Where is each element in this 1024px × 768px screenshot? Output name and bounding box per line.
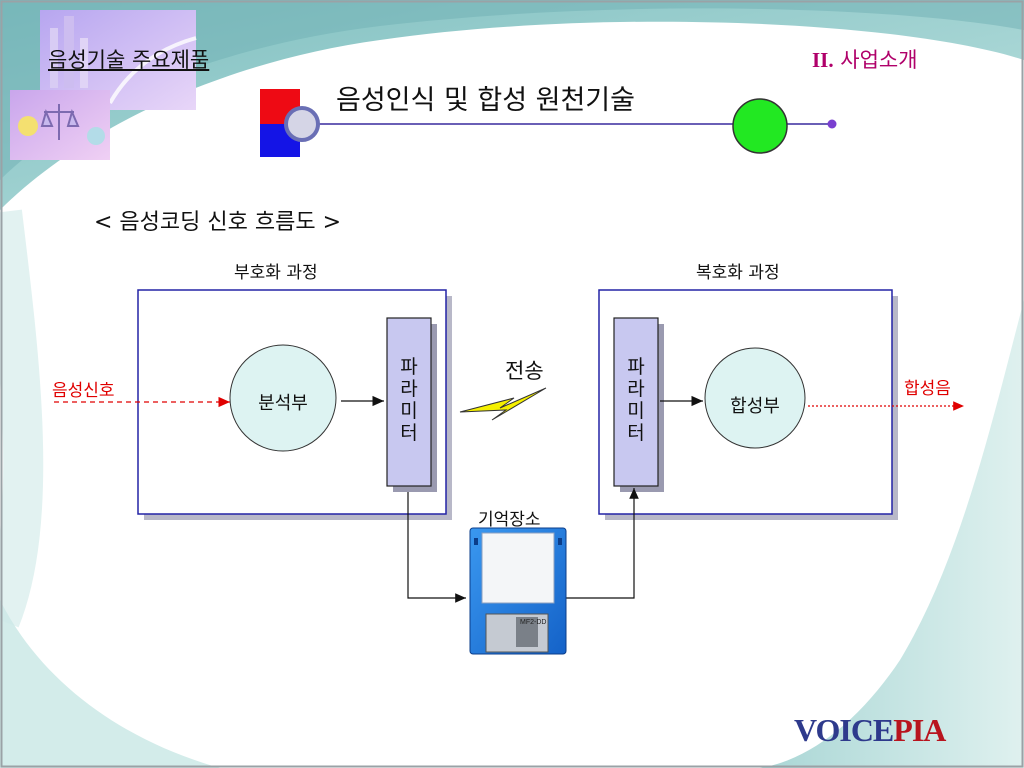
output-signal-label: 합성음 (904, 379, 951, 399)
to-storage-arrow (407, 492, 466, 603)
floppy-disk-icon: MF2-DD (469, 527, 567, 655)
decode-title: 복호화 과정 (696, 263, 780, 283)
title-decoration (260, 89, 837, 157)
top-swoosh-dark (0, 0, 1024, 180)
voicepia-logo: VOICEPIA (794, 712, 946, 748)
param-enc-text: 파 라 미 터 (400, 356, 418, 444)
param-dec-text: 파 라 미 터 (627, 356, 645, 444)
product-title: 음성기술 주요제품 (48, 48, 210, 72)
transmit-label: 전송 (505, 359, 544, 383)
section-name: 사업소개 (840, 48, 918, 72)
flow-title: < 음성코딩 신호 흐름도 > (94, 210, 342, 235)
encode-title: 부호화 과정 (234, 263, 318, 283)
from-storage-arrow (566, 488, 639, 599)
section-number: II. (812, 48, 834, 72)
green-circle-icon (732, 98, 788, 154)
gray-circle-icon (284, 106, 320, 142)
param-box-enc (386, 317, 432, 487)
input-signal-label: 음성신호 (52, 381, 115, 401)
storage-label: 기억장소 (478, 510, 541, 530)
synthesizer-label: 합성부 (730, 396, 780, 417)
analyzer-circle (229, 344, 337, 452)
param-box-dec (613, 317, 659, 487)
section-tag: II. 사업소개 (812, 44, 918, 74)
top-swoosh (0, 0, 1024, 210)
synthesizer-circle (704, 347, 806, 449)
collage-image (10, 10, 197, 160)
right-swoosh (760, 300, 1024, 768)
slide-title: 음성인식 및 합성 원천기술 (336, 85, 635, 116)
floppy-label: MF2-DD (520, 619, 546, 626)
lightning-bolt-icon (459, 387, 547, 421)
analyzer-label: 분석부 (258, 393, 308, 414)
line-end-dot (827, 119, 837, 129)
bottom-left-swoosh (0, 600, 220, 768)
